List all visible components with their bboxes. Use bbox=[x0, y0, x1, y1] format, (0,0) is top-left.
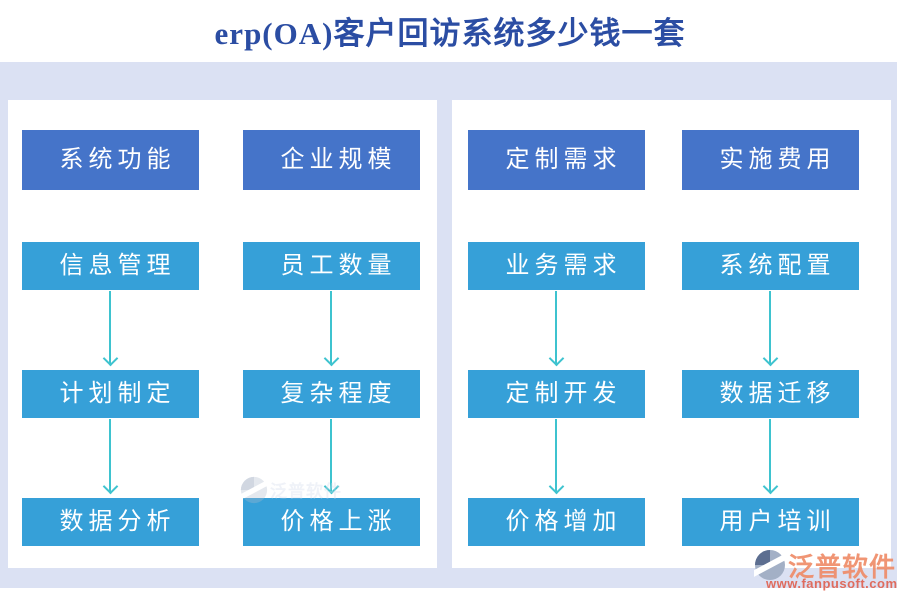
panel-right: 定制需求 业务需求 定制开发 价格增加 实施费用 系统配置 数据迁移 用户培训 bbox=[452, 100, 891, 568]
background-band: 系统功能 信息管理 计划制定 数据分析 企业规模 员工数量 复杂程度 价格上涨 bbox=[0, 62, 897, 588]
flow-column-custom-needs: 定制需求 业务需求 定制开发 价格增加 bbox=[468, 100, 645, 568]
down-arrow-icon bbox=[555, 419, 557, 493]
flow-column-implementation-cost: 实施费用 系统配置 数据迁移 用户培训 bbox=[682, 100, 859, 568]
down-arrow-icon bbox=[330, 419, 332, 493]
flow-item-box: 价格增加 bbox=[468, 498, 645, 546]
down-arrow-icon bbox=[330, 291, 332, 365]
flow-item-box: 复杂程度 bbox=[243, 370, 420, 418]
brand-watermark: 泛普软件 www.fanpusoft.com bbox=[752, 547, 897, 593]
flow-item-box: 数据迁移 bbox=[682, 370, 859, 418]
flow-item-box: 系统配置 bbox=[682, 242, 859, 290]
flow-header-box: 定制需求 bbox=[468, 130, 645, 190]
flow-item-box: 业务需求 bbox=[468, 242, 645, 290]
flow-column-enterprise-scale: 企业规模 员工数量 复杂程度 价格上涨 bbox=[243, 100, 420, 568]
flow-item-box: 员工数量 bbox=[243, 242, 420, 290]
flow-item-box: 信息管理 bbox=[22, 242, 199, 290]
down-arrow-icon bbox=[109, 291, 111, 365]
watermark-brand-text: 泛普软件 bbox=[270, 482, 342, 501]
flow-column-system-features: 系统功能 信息管理 计划制定 数据分析 bbox=[22, 100, 199, 568]
flow-header-box: 系统功能 bbox=[22, 130, 199, 190]
down-arrow-icon bbox=[109, 419, 111, 493]
panel-watermark: 泛普软件 bbox=[240, 476, 350, 506]
page-title: erp(OA)客户回访系统多少钱一套 bbox=[214, 16, 686, 51]
flow-item-box: 数据分析 bbox=[22, 498, 199, 546]
flow-item-box: 定制开发 bbox=[468, 370, 645, 418]
fanpu-logo-icon bbox=[754, 550, 786, 580]
watermark-brand-text: 泛普软件 bbox=[788, 553, 897, 582]
flow-item-box: 计划制定 bbox=[22, 370, 199, 418]
flow-item-box: 价格上涨 bbox=[243, 498, 420, 546]
watermark-url-text: www.fanpusoft.com bbox=[766, 576, 898, 591]
flow-item-box: 用户培训 bbox=[682, 498, 859, 546]
panel-left: 系统功能 信息管理 计划制定 数据分析 企业规模 员工数量 复杂程度 价格上涨 bbox=[8, 100, 437, 568]
flow-header-box: 实施费用 bbox=[682, 130, 859, 190]
down-arrow-icon bbox=[769, 291, 771, 365]
down-arrow-icon bbox=[769, 419, 771, 493]
down-arrow-icon bbox=[555, 291, 557, 365]
flow-header-box: 企业规模 bbox=[243, 130, 420, 190]
fanpu-logo-icon bbox=[240, 476, 268, 504]
